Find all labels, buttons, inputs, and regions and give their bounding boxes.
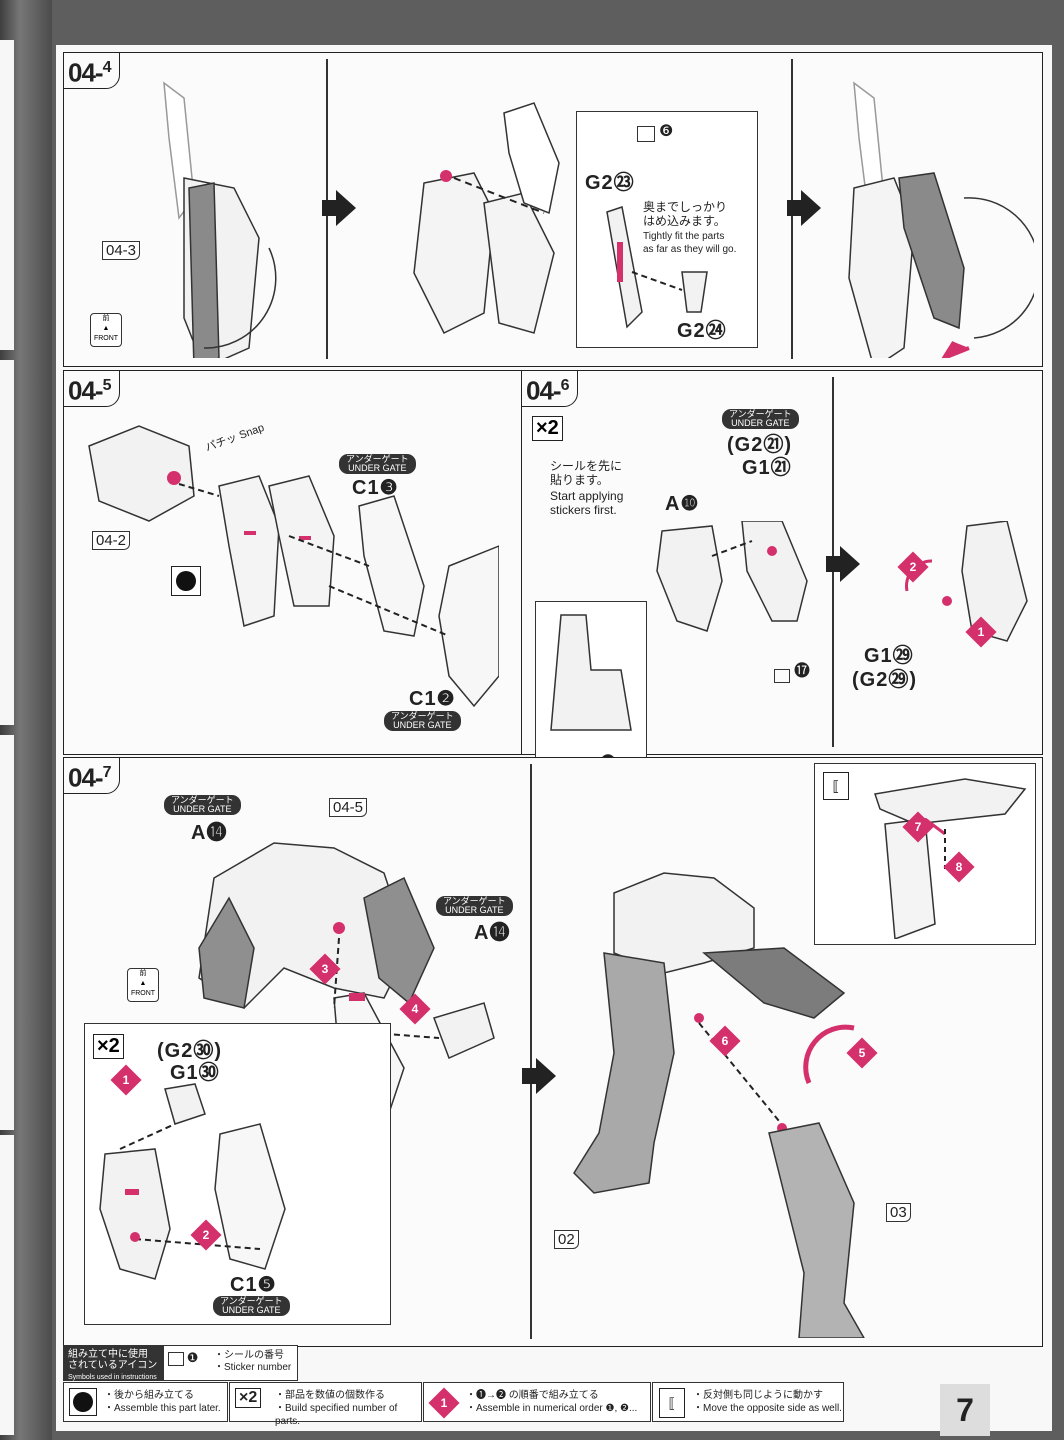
next-arrow-icon (322, 190, 356, 226)
build-x2-icon: ×2 (93, 1034, 124, 1059)
panel-step-04-4: 04-4 04-3 前▲FRONT ❻ G2㉓ 奥までしっかりはめ込みます。 T… (63, 52, 1043, 367)
note-jp: シールを先に貼ります。 (550, 459, 623, 487)
order-step-icon: 1 (428, 1387, 460, 1419)
instruction-page: 04-4 04-3 前▲FRONT ❻ G2㉓ 奥までしっかりはめ込みます。 T… (56, 45, 1052, 1431)
part-label-g1-29: G1㉙ (864, 645, 914, 667)
ref-tag-04-3: 04-3 (102, 241, 141, 260)
order-step-1-icon: 1 (110, 1064, 142, 1096)
order-step-8-icon: 8 (943, 851, 975, 883)
divider (530, 764, 532, 1339)
legend-assemble-later: ・後から組み立てる・Assemble this part later. (63, 1382, 228, 1422)
next-arrow-icon (787, 190, 821, 226)
step-label: 04-5 (63, 370, 120, 407)
ref-tag-04-2: 04-2 (92, 531, 131, 550)
step-label: 04-4 (63, 52, 120, 89)
part-label-c1-2: C1❷ (409, 688, 456, 710)
shoulder-assembly-illustration (88, 425, 499, 708)
arm-part-illustration (163, 81, 277, 358)
sticker-icon (637, 126, 655, 142)
sticker-icon (168, 1352, 184, 1367)
part-label-g2-30: (G2㉚) (157, 1040, 222, 1062)
wrist-detail-illustration (905, 521, 1028, 642)
part-label-c1-5: C1❺ (230, 1274, 277, 1296)
arm-folded-illustration (848, 81, 1034, 358)
legend-build-multiple: ×2 ・部品を数値の個数作る・Build specified number of… (229, 1382, 422, 1427)
assemble-later-icon (69, 1388, 97, 1416)
ref-tag-04-5: 04-5 (329, 798, 368, 817)
order-step-4-icon: 4 (399, 993, 431, 1025)
order-step-7-icon: 7 (902, 811, 934, 843)
part-label-a14: A⓮ (474, 922, 511, 944)
left-page-edge (0, 735, 14, 1130)
assemble-later-icon (171, 566, 201, 596)
part-label-c1-3: C1❸ (352, 477, 399, 499)
order-step-3-icon: 3 (309, 953, 341, 985)
front-icon: 前▲FRONT (90, 313, 122, 347)
part-fit-illustration (606, 206, 708, 329)
hip-assembly-illustration (198, 842, 495, 1128)
sticker-number: ❻ (659, 123, 674, 140)
detail-callout: ❻ G2㉓ 奥までしっかりはめ込みます。 Tightly fit the par… (576, 111, 758, 348)
part-label-g1-21: G1㉑ (742, 457, 792, 479)
legend-order: 1 ・❶→❷ の順番で組み立てる・Assemble in numerical o… (423, 1382, 651, 1422)
page-number: 7 (940, 1384, 990, 1436)
wrist-guard-illustration (656, 521, 808, 632)
legend-sticker: ❶ ・シールの番号・Sticker number (163, 1345, 298, 1381)
part-label-g1-30: G1㉚ (170, 1062, 220, 1084)
detail-callout: ⟦ 7 8 (814, 763, 1036, 945)
leg-assembly-illustration (573, 872, 865, 1338)
left-page-edge (0, 40, 14, 350)
part-label-a14: A⓮ (191, 822, 228, 844)
left-page-edge (0, 360, 14, 725)
note-jp: 奥までしっかりはめ込みます。 (643, 200, 728, 228)
sticker-icon (774, 669, 790, 683)
part-label-a10: A❿ (665, 493, 700, 515)
left-page-edge (0, 1135, 14, 1435)
part-label-g2-23: G2㉓ (585, 172, 635, 194)
front-icon: 前▲FRONT (127, 968, 159, 1002)
next-arrow-icon (826, 546, 860, 582)
part-label-g2-21: (G2㉑) (727, 434, 792, 456)
step-label: 04-7 (63, 757, 120, 794)
opposite-side-icon: ⟦ (823, 772, 849, 800)
legend-opposite-side: ⟦ ・反対側も同じように動かす・Move the opposite side a… (652, 1382, 844, 1422)
order-step-2-icon: 2 (897, 551, 929, 583)
order-step-5-icon: 5 (846, 1037, 878, 1069)
step-label: 04-6 (521, 370, 578, 407)
sticker-detail-illustration (550, 614, 632, 731)
part-label-g2-24: G2㉔ (677, 320, 727, 342)
part-label-g2-29: (G2㉙) (852, 669, 917, 691)
sticker-number: ⓱ (794, 663, 811, 680)
next-arrow-icon (522, 1058, 556, 1094)
build-x2-icon: ×2 (532, 416, 563, 441)
thigh-detail-illustration (874, 778, 1027, 939)
knee-armor-illustration (99, 1083, 286, 1280)
arm-assembly-illustration (413, 102, 560, 335)
order-step-2-icon: 2 (190, 1219, 222, 1251)
ref-tag-02: 02 (554, 1230, 579, 1249)
order-step-6-icon: 6 (709, 1025, 741, 1057)
order-step-1-icon: 1 (965, 616, 997, 648)
opposite-side-icon: ⟦ (659, 1388, 685, 1418)
ref-tag-03: 03 (886, 1203, 911, 1222)
build-x2-icon: ×2 (235, 1388, 262, 1408)
